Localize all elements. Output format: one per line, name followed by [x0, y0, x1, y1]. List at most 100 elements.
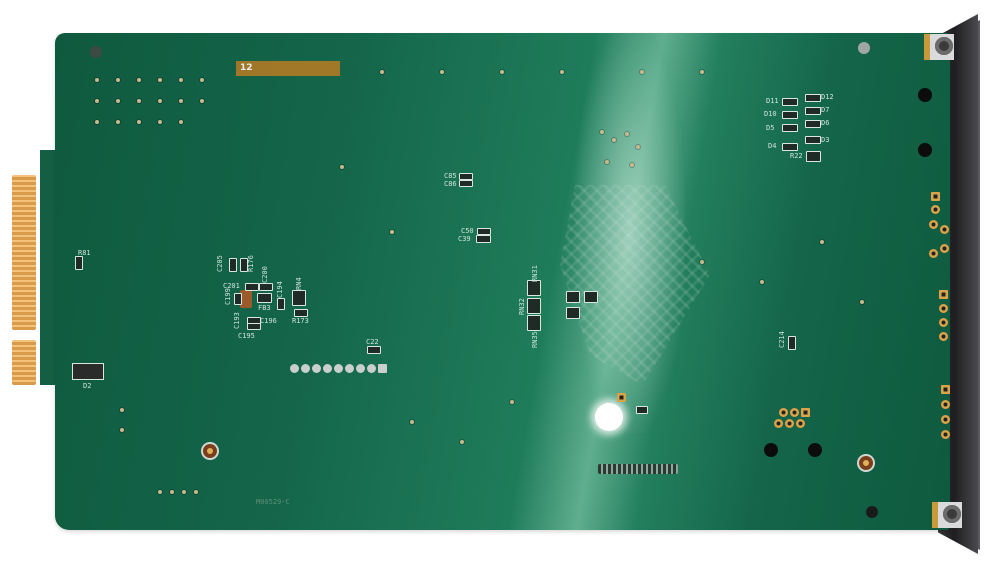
smd-part [805, 107, 821, 115]
smd-part [75, 256, 83, 270]
silk-label: C85 [444, 172, 457, 180]
smd-part [805, 120, 821, 128]
bracket-screw-top [924, 34, 954, 60]
via [95, 99, 99, 103]
smd-part [459, 173, 473, 180]
pad [939, 290, 948, 299]
smd-part [782, 143, 798, 151]
resistor-network [527, 298, 541, 314]
smd-part [229, 258, 237, 272]
via [179, 99, 183, 103]
silk-label: RN4 [295, 277, 303, 290]
smd-part [245, 283, 259, 291]
smd-part [459, 180, 473, 187]
via [116, 120, 120, 124]
pad [617, 393, 626, 402]
pad [941, 385, 950, 394]
silk-label: D7 [821, 106, 830, 114]
via [625, 132, 629, 136]
pad [796, 419, 805, 428]
via [630, 163, 634, 167]
pin-header-row [598, 464, 678, 474]
silk-label: D12 [821, 93, 834, 101]
mounting-hole-top-right [858, 42, 870, 54]
smd-part [805, 136, 821, 144]
test-point [312, 364, 321, 373]
via [137, 120, 141, 124]
silk-label: FB3 [258, 304, 271, 312]
silk-label: D4 [768, 142, 777, 150]
hole-right-1 [918, 88, 932, 102]
tantalum-capacitor [240, 290, 252, 308]
smd-part [566, 307, 580, 319]
via [640, 70, 644, 74]
smd-part [566, 291, 580, 303]
via [200, 78, 204, 82]
ground-mount-right [859, 456, 873, 470]
edge-connector-main [12, 175, 36, 330]
hole-bottom-2 [808, 443, 822, 457]
silk-label: C196 [260, 317, 277, 325]
silk-label: D3 [821, 136, 830, 144]
test-point [323, 364, 332, 373]
via [510, 400, 514, 404]
light-glare-spot [595, 403, 623, 431]
silk-label: R173 [292, 317, 309, 325]
smd-part [240, 258, 248, 272]
via [612, 138, 616, 142]
pad [939, 332, 948, 341]
via [158, 99, 162, 103]
mounting-hole-top-left [90, 46, 102, 58]
via [137, 78, 141, 82]
smd-part [234, 293, 242, 305]
light-reflection [575, 33, 685, 433]
board-part-number: M00529-C [256, 498, 290, 506]
via [158, 120, 162, 124]
silk-label: C193 [233, 312, 241, 329]
test-point [345, 364, 354, 373]
via [179, 120, 183, 124]
via [137, 99, 141, 103]
smd-part [476, 235, 491, 243]
via [380, 70, 384, 74]
pad [940, 244, 949, 253]
smd-part [782, 111, 798, 119]
pad [929, 249, 938, 258]
test-point [334, 364, 343, 373]
resistor-network-rn4 [292, 290, 306, 306]
silk-label: D5 [766, 124, 775, 132]
silk-label: C205 [216, 255, 224, 272]
silk-label: D11 [766, 97, 779, 105]
pad [774, 419, 783, 428]
pad [785, 419, 794, 428]
via [605, 160, 609, 164]
via [390, 230, 394, 234]
silk-label: R22 [790, 152, 803, 160]
silk-label: C200 [261, 266, 269, 283]
pad [931, 205, 940, 214]
via [194, 490, 198, 494]
silk-label: R176 [247, 255, 255, 272]
silk-label: C22 [366, 338, 379, 346]
pad [801, 408, 810, 417]
smd-part [477, 228, 491, 235]
via [820, 240, 824, 244]
pad [941, 430, 950, 439]
smd-part [257, 293, 272, 303]
smd-part [259, 283, 273, 291]
smd-part [788, 336, 796, 350]
smd-part [294, 309, 308, 317]
via [120, 428, 124, 432]
smd-part [367, 346, 381, 354]
test-point [290, 364, 299, 373]
silk-label: D2 [83, 382, 92, 390]
resistor-network [527, 315, 541, 331]
silk-label: C201 [223, 282, 240, 290]
via [95, 78, 99, 82]
smd-part [636, 406, 648, 414]
via [158, 78, 162, 82]
via [560, 70, 564, 74]
via [860, 300, 864, 304]
smd-part [805, 94, 821, 102]
via [200, 99, 204, 103]
